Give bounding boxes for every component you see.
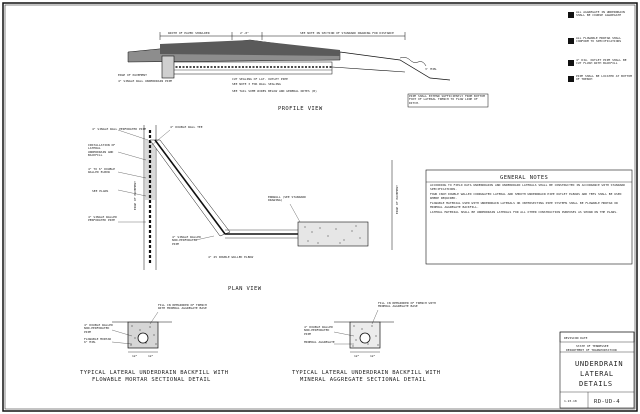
detail-left-pipe-label: 4" DOUBLE WALLED NON-PERFORATED PIPE	[84, 324, 113, 334]
profile-cut-label: CUT SEALING OF LAT. OUTLET PIPE	[232, 77, 288, 81]
detail-left-fill-label: FILL IN REMAINDER OF TRENCH WITH MINERAL…	[158, 304, 207, 311]
title-block-dept: DEPARTMENT OF TRANSPORTATION	[566, 348, 617, 352]
plan-view: 4" SINGLE WALL PERFORATED PIPE 4" DOUBLE…	[88, 125, 399, 292]
plan-tee-label: 4" DOUBLE WALL TEE	[170, 125, 203, 129]
detail-left-stipple	[130, 325, 157, 346]
title-block-state: STATE OF TENNESSEE	[576, 344, 609, 348]
legend-swatch-1	[568, 12, 574, 18]
plan-edge-right-label: EDGE OF PAVEMENT	[395, 185, 399, 214]
detail-right: 12" 12" FILL IN REMAINDER OF TRENCH WITH…	[292, 302, 440, 383]
legend-swatch-3	[568, 60, 574, 66]
dim-see-note: SEE NOTE IN SECTION OF STANDARD DRAWING …	[300, 31, 394, 35]
legend-item-3: 4" DIA. OUTLET PIPE SHALL BE CUT FLUSH W…	[576, 59, 627, 66]
dim-width-shoulder: WIDTH OF PAVED SHOULDER	[168, 31, 210, 35]
plan-endwall	[297, 221, 369, 247]
profile-pipe-label: 4" SINGLE WALL UNDERDRAIN PIPE	[118, 79, 172, 83]
profile-note-box	[407, 93, 489, 108]
general-notes: GENERAL NOTES ACCORDING TO FIELD DATA UN…	[425, 169, 633, 265]
detail-right-title-1: TYPICAL LATERAL UNDERDRAIN BACKFILL WITH	[292, 370, 440, 376]
title-block-sheet-title-1: UNDERDRAIN	[575, 360, 623, 368]
general-note-1: ACCORDING TO FIELD DATA UNDERDRAINS AND …	[430, 184, 626, 191]
title-block-date: 1-23-18	[564, 399, 577, 403]
profile-edge-label: EDGE OF PAVEMENT	[118, 73, 147, 77]
plan-double-elbow-label: 4" 45 DOUBLE WALLED ELBOW	[208, 255, 253, 259]
plan-see-plan-label: SEE PLANS	[92, 189, 108, 193]
legend: ALL AGGREGATE IN UNDERDRAIN SHALL BE COU…	[568, 11, 632, 82]
plan-4in-nonperf-label: 4" SINGLE WALLED NON-PERFORATED PIPE	[172, 236, 201, 246]
legend-item-1: ALL AGGREGATE IN UNDERDRAIN SHALL BE COU…	[576, 11, 625, 18]
detail-right-title-2: MINERAL AGGREGATE SECTIONAL DETAIL	[300, 377, 426, 383]
legend-swatch-4	[568, 76, 574, 82]
plan-4in-single-label: 4" SINGLE WALLED PERFORATED PIPE	[88, 216, 117, 223]
plan-endwall-label: ENDWALL (SEE STANDARD DRAWING)	[268, 196, 306, 203]
legend-swatch-2	[568, 38, 574, 44]
profile-min-label: 3' MIN.	[425, 67, 438, 71]
general-notes-box	[425, 169, 633, 265]
detail-right-dim-a: 12"	[354, 354, 360, 358]
detail-left-title-2: FLOWABLE MORTAR SECTIONAL DETAIL	[92, 377, 211, 383]
profile-view: WIDTH OF PAVED SHOULDER 2'-0" SEE NOTE I…	[118, 31, 489, 112]
plan-install-label: INSTALLATION OF LATERAL UNDERDRAIN AND B…	[88, 144, 116, 157]
profile-bottom-label: SEE TAIL SOME WIRES BELOW AND GENERAL NO…	[232, 89, 317, 93]
title-block-sheet-title-2: LATERAL	[580, 370, 614, 378]
detail-right-fill-label: FILL IN REMAINDER OF TRENCH WITH MINERAL…	[378, 302, 436, 309]
detail-right-pipe-label: 4" DOUBLE WALLED NON-PERFORATED PIPE	[304, 326, 333, 336]
plan-view-title: PLAN VIEW	[228, 286, 262, 292]
detail-right-pipe	[359, 332, 371, 344]
underdrain-box	[161, 55, 175, 79]
detail-left-mortar-label: FLOWABLE MORTAR 6" MIN.	[84, 338, 112, 345]
general-notes-title: GENERAL NOTES	[500, 175, 548, 181]
detail-left-pipe	[137, 332, 149, 344]
detail-left: 12" 12" FILL IN REMAINDER OF TRENCH WITH…	[80, 304, 228, 383]
detail-right-stipple	[352, 325, 379, 347]
legend-item-4: PIPE SHALL BE LOCATED AT BOTTOM OF TRENC…	[576, 75, 632, 82]
sheet-inner-border	[4, 4, 636, 410]
plan-lateral-pipe	[154, 139, 226, 235]
lateral-trench	[171, 61, 333, 75]
general-note-3: FLOWABLE MATERIAL USED WITH UNDERDRAIN L…	[430, 201, 618, 209]
title-block-revision: REVISION DATE	[564, 336, 588, 340]
legend-item-2: ALL FLOWABLE MORTAR SHALL CONFORM TO SPE…	[576, 37, 622, 44]
title-block-sheet-title-3: DETAILS	[579, 380, 613, 388]
title-block-revision-row	[559, 331, 635, 343]
pavement-layer	[160, 40, 340, 56]
profile-view-title: PROFILE VIEW	[278, 106, 323, 112]
title-block-drawing-no: RD-UD-4	[594, 399, 620, 405]
plan-flowable-label: 4" TO 6" DOUBLE WALLED ELBOW	[88, 168, 116, 175]
detail-left-dim-b: 12"	[148, 354, 154, 358]
detail-right-agg-label: MINERAL AGGREGATE	[304, 341, 335, 344]
general-note-4: LATERAL MATERIAL SHALL BE UNDERDRAIN LAT…	[430, 210, 618, 214]
profile-note-text: PIPE SHALL EXTEND SUFFICIENTLY FROM BOTT…	[409, 95, 485, 105]
detail-left-title-1: TYPICAL LATERAL UNDERDRAIN BACKFILL WITH	[80, 370, 228, 376]
dim-2ft: 2'-0"	[240, 31, 249, 35]
ditch-slope	[339, 51, 451, 81]
detail-left-dim-a: 12"	[132, 354, 138, 358]
endwall-stipple	[304, 225, 361, 244]
title-block: REVISION DATE STATE OF TENNESSEE DEPARTM…	[559, 331, 635, 409]
general-note-2: FOUR INCH DOUBLE WALLED CORRUGATED LATER…	[430, 192, 622, 200]
plan-4in-perf-label: 4" SINGLE WALL PERFORATED PIPE	[92, 127, 146, 131]
plan-edge-label: EDGE OF PAVEMENT	[133, 181, 137, 210]
detail-right-dim-b: 12"	[370, 354, 376, 358]
profile-mortar-label: SEE NOTE 3 FOR WALL SEALING	[232, 82, 281, 86]
